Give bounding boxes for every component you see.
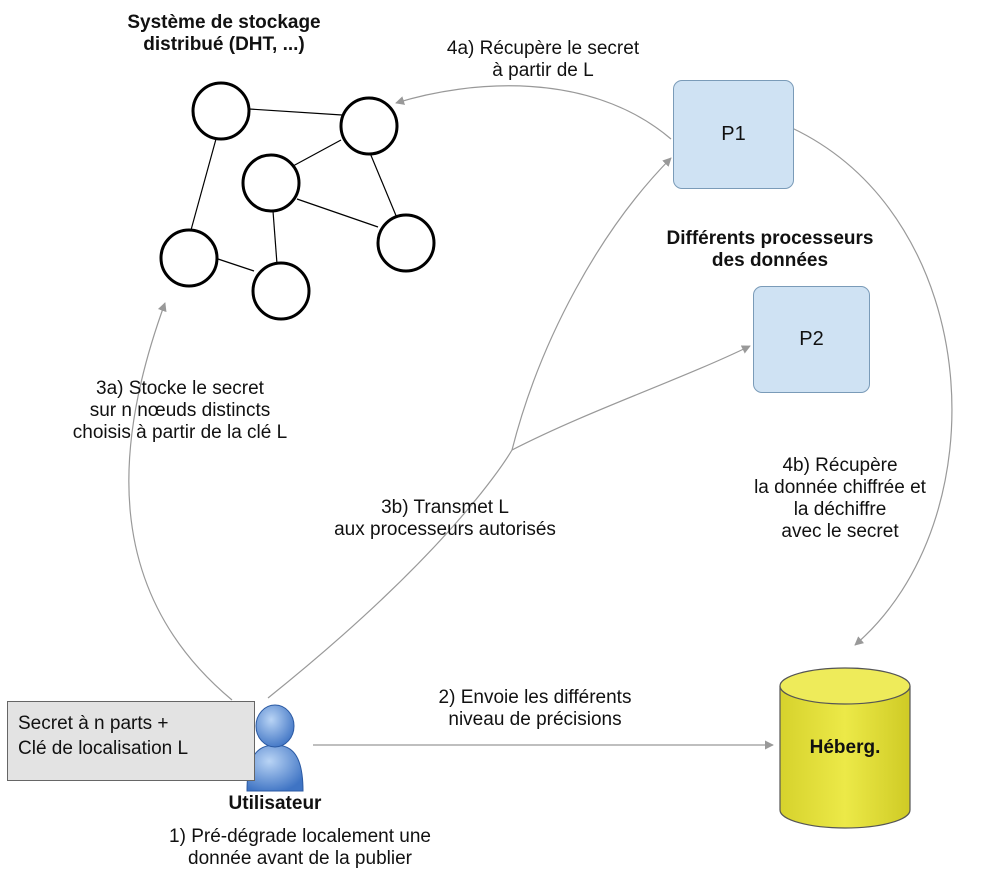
step-1-line1: 1) Pré-dégrade localement une (169, 826, 431, 847)
processors-title-line2: des données (711, 250, 829, 271)
processor-p1: P1 (673, 80, 794, 189)
step-3b-label: 3b) Transmet L aux processeurs autorisés (290, 497, 600, 541)
storage-title: Système de stockage distribué (DHT, ...) (94, 12, 354, 56)
user-icon (246, 704, 304, 792)
storage-title-line2: distribué (DHT, ...) (143, 34, 305, 55)
dht-edges (190, 108, 398, 272)
arrow-3b-to-p2 (511, 345, 751, 451)
step-2-label: 2) Envoie les différents niveau de préci… (385, 687, 685, 731)
step-3a-line2: sur n nœuds distincts (89, 400, 271, 421)
step-4b-line1: 4b) Récupère (782, 455, 898, 476)
processors-title: Différents processeurs des données (620, 228, 920, 272)
dht-node (159, 228, 219, 288)
dht-node (376, 213, 436, 273)
dht-edge (292, 139, 342, 167)
step-3a-line1: 3a) Stocke le secret (96, 378, 264, 399)
secret-box: Secret à n parts + Clé de localisation L (7, 701, 255, 781)
flow-arrows (128, 85, 953, 750)
user-label: Utilisateur (228, 793, 322, 814)
step-2-line2: niveau de précisions (448, 709, 622, 730)
step-4a-line2: à partir de L (492, 60, 594, 81)
host-cylinder-body (779, 686, 911, 829)
step-3b-line1: 3b) Transmet L (381, 497, 509, 518)
dht-edge (369, 152, 398, 219)
step-4a-line1: 4a) Récupère le secret (446, 38, 640, 59)
processor-p2: P2 (753, 286, 870, 393)
dht-node (241, 153, 301, 213)
step-2-line1: 2) Envoie les différents (438, 687, 632, 708)
step-4b-line3: la déchiffre (793, 499, 887, 520)
dht-node (191, 81, 251, 141)
step-3a-line3: choisis à partir de la clé L (72, 422, 288, 443)
processor-p2-label: P2 (799, 328, 824, 350)
dht-edge (248, 108, 343, 116)
step-4b-line2: la donnée chiffrée et (754, 477, 926, 498)
storage-title-line1: Système de stockage (127, 12, 321, 33)
host-cylinder (779, 667, 911, 829)
dht-edge (214, 257, 255, 272)
step-4b-label: 4b) Récupère la donnée chiffrée et la dé… (735, 455, 945, 543)
dht-edge (296, 198, 379, 228)
processors-title-line1: Différents processeurs (666, 228, 874, 249)
step-1-line2: donnée avant de la publier (188, 848, 412, 869)
step-1-label: 1) Pré-dégrade localement une donnée ava… (120, 826, 480, 870)
step-4b-line4: avec le secret (781, 521, 899, 542)
processor-p1-label: P1 (721, 123, 746, 145)
host-cylinder-top (779, 667, 911, 705)
dht-edge (190, 138, 217, 231)
arrow-4b-retrieve-data (791, 127, 953, 646)
secret-box-line1: Secret à n parts + (18, 713, 169, 734)
step-3b-line2: aux processeurs autorisés (334, 519, 556, 540)
dht-edge (272, 210, 278, 265)
arrow-4a-retrieve-secret (395, 85, 672, 140)
step-3a-label: 3a) Stocke le secret sur n nœuds distinc… (30, 378, 330, 444)
secret-box-line2: Clé de localisation L (18, 738, 189, 759)
dht-node (251, 261, 311, 321)
dht-node (339, 96, 399, 156)
step-4a-label: 4a) Récupère le secret à partir de L (398, 38, 688, 82)
host-label: Héberg. (809, 737, 881, 758)
dht-nodes (159, 81, 436, 321)
arrow-3a-store-secret (128, 302, 233, 701)
